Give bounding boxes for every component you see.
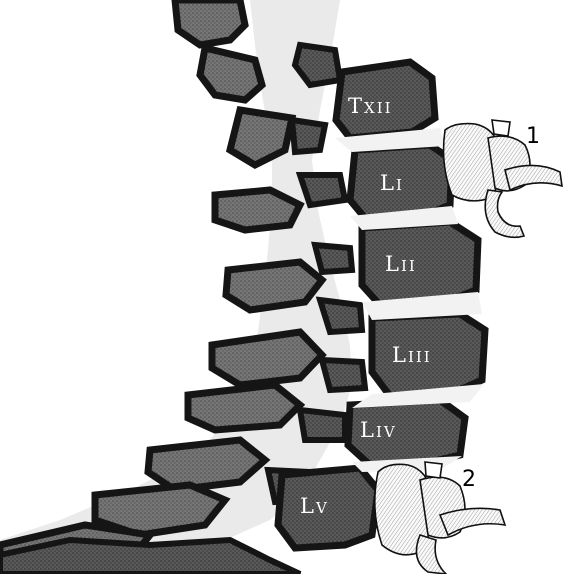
anatomy-sketch-1	[444, 120, 562, 237]
anatomy-sketch-2	[375, 462, 505, 574]
vertebra-lii-body	[362, 222, 478, 305]
sacrum	[0, 540, 300, 574]
callout-number-2: 2	[462, 467, 476, 492]
callout-number-1: 1	[526, 124, 540, 149]
